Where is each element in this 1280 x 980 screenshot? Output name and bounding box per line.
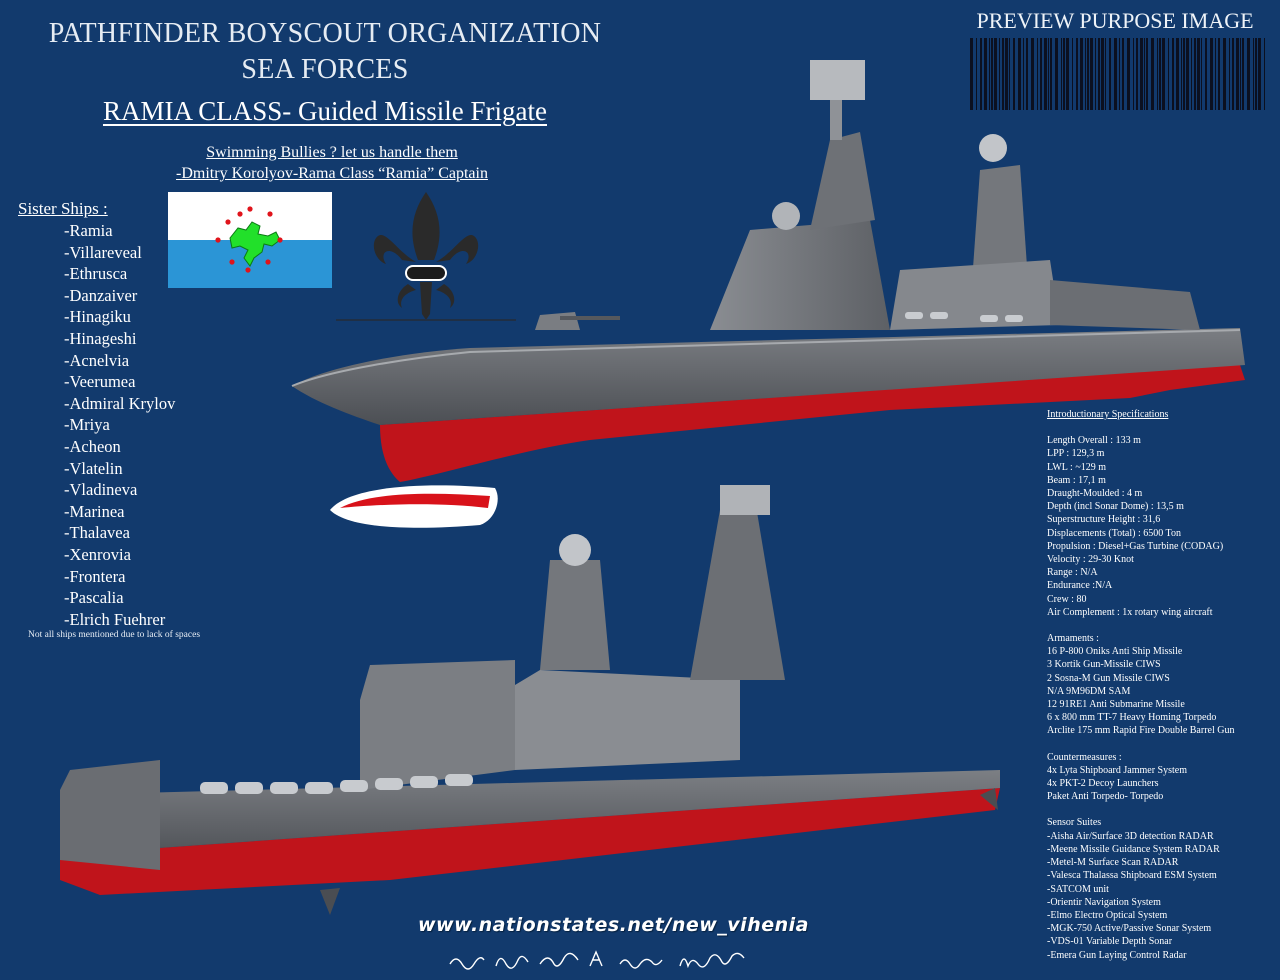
spec-line: Depth (incl Sonar Dome) : 13,5 m <box>1047 501 1184 513</box>
armament-line: Arclite 175 mm Rapid Fire Double Barrel … <box>1047 725 1235 737</box>
spec-line: Draught-Moulded : 4 m <box>1047 488 1143 500</box>
sensor-line: -Valesca Thalassa Shipboard ESM System <box>1047 870 1217 882</box>
sister-ship-item: -Mriya <box>64 415 110 435</box>
org-title-line2: SEA FORCES <box>241 54 409 85</box>
website-url: www.nationstates.net/new_vihenia <box>418 914 809 936</box>
sensor-line: -SATCOM unit <box>1047 883 1109 895</box>
sensor-line: -Emera Gun Laying Control Radar <box>1047 949 1187 961</box>
sensor-line: -MGK-750 Active/Passive Sonar System <box>1047 923 1212 935</box>
spec-line: LWL : ~129 m <box>1047 461 1107 473</box>
sister-ship-item: -Villareveal <box>64 242 142 262</box>
emblem-caption-decoration <box>336 319 516 321</box>
sensor-line: -Meene Missile Guidance System RADAR <box>1047 843 1220 855</box>
sensor-line: -Metel-M Surface Scan RADAR <box>1047 857 1179 869</box>
decorative-script-signature <box>449 950 745 970</box>
organization-title: PATHFINDER BOYSCOUT ORGANIZATION SEA FOR… <box>0 16 650 88</box>
countermeasure-line: Paket Anti Torpedo- Torpedo <box>1047 791 1164 803</box>
sister-ships-heading: Sister Ships : <box>18 199 108 218</box>
armaments-heading: Armaments : <box>1047 633 1099 645</box>
spec-line: Beam : 17,1 m <box>1047 474 1106 486</box>
sister-ship-item: -Vlatelin <box>64 458 123 478</box>
captain-motto: Swimming Bullies ? let us handle them -D… <box>0 142 664 184</box>
sister-ship-item: -Ramia <box>64 221 113 240</box>
spec-line: Air Complement : 1x rotary wing aircraft <box>1047 606 1213 618</box>
armament-line: 16 P-800 Oniks Anti Ship Missile <box>1047 646 1183 658</box>
sister-ship-item: -Pascalia <box>64 588 124 608</box>
intro-specs-heading: Introductionary Specifications <box>1047 409 1169 420</box>
armament-line: 6 x 800 mm TT-7 Heavy Homing Torpedo <box>1047 712 1217 724</box>
national-flag-image <box>168 192 332 288</box>
countermeasure-line: 4x Lyta Shipboard Jammer System <box>1047 764 1187 776</box>
preview-purpose-label: PREVIEW PURPOSE IMAGE <box>976 8 1254 33</box>
ship-class-title: RAMIA CLASS- Guided Missile Frigate <box>0 96 650 127</box>
motto-line1: Swimming Bullies ? let us handle them <box>206 144 458 161</box>
sister-ship-item: -Hinageshi <box>64 328 137 348</box>
sister-ship-item: -Acheon <box>64 436 121 456</box>
sensor-line: -Orientir Navigation System <box>1047 896 1161 908</box>
sister-ship-item: -Marinea <box>64 501 125 521</box>
spec-line: Range : N/A <box>1047 567 1098 579</box>
barcode-decoration <box>970 38 1265 110</box>
sister-ship-item: -Hinagiku <box>64 307 131 327</box>
sister-ship-item: -Acnelvia <box>64 350 130 370</box>
spec-line: Displacements (Total) : 6500 Ton <box>1047 527 1181 539</box>
spec-line: Velocity : 29-30 Knot <box>1047 554 1134 566</box>
spec-line: Endurance :N/A <box>1047 580 1113 592</box>
org-title-line1: PATHFINDER BOYSCOUT ORGANIZATION <box>48 18 602 49</box>
armament-line: 2 Sosna-M Gun Missile CIWS <box>1047 672 1170 684</box>
sister-ships-list: -Ramia -Villareveal -Ethrusca -Danzaiver… <box>64 220 175 630</box>
countermeasure-line: 4x PKT-2 Decoy Launchers <box>1047 778 1159 790</box>
spec-line: Propulsion : Diesel+Gas Turbine (CODAG) <box>1047 540 1224 552</box>
sister-ship-item: -Danzaiver <box>64 285 138 305</box>
spec-line: LPP : 129,3 m <box>1047 448 1105 460</box>
sensor-line: -Aisha Air/Surface 3D detection RADAR <box>1047 830 1214 842</box>
sister-ship-item: -Xenrovia <box>64 544 131 564</box>
ship-class-title-text: RAMIA CLASS- Guided Missile Frigate <box>102 96 547 126</box>
spec-line: Crew : 80 <box>1047 593 1087 605</box>
sister-ship-item: -Admiral Krylov <box>64 393 176 413</box>
sister-ship-item: -Frontera <box>64 566 126 586</box>
sensor-line: -VDS-01 Variable Depth Sonar <box>1047 936 1173 948</box>
specifications-panel: Introductionary Specifications Length Ov… <box>1047 408 1277 962</box>
motto-line2: -Dmitry Korolyov-Rama Class “Ramia” Capt… <box>176 165 488 182</box>
sister-ship-item: -Ethrusca <box>64 264 128 284</box>
frigate-render-side-view <box>291 60 1245 528</box>
armament-line: 12 91RE1 Anti Submarine Missile <box>1047 699 1185 711</box>
frigate-render-stern-view <box>60 485 1000 915</box>
sister-ships-note: Not all ships mentioned due to lack of s… <box>28 630 201 640</box>
countermeasures-heading: Countermeasures : <box>1047 751 1122 763</box>
sensor-line: -Elmo Electro Optical System <box>1047 909 1168 921</box>
sister-ship-item: -Elrich Fuehrer <box>64 609 166 629</box>
armament-line: 3 Kortik Gun-Missile CIWS <box>1047 659 1161 671</box>
sensors-heading: Sensor Suites <box>1047 817 1102 829</box>
spec-line: Superstructure Height : 31,6 <box>1047 514 1161 526</box>
sister-ship-item: -Vladineva <box>64 480 138 500</box>
spec-line: Length Overall : 133 m <box>1047 435 1141 447</box>
armament-line: N/A 9M96DM SAM <box>1047 685 1131 697</box>
sister-ship-item: -Veerumea <box>64 372 136 392</box>
fleur-de-lis-emblem <box>373 192 479 320</box>
sister-ship-item: -Thalavea <box>64 523 130 543</box>
